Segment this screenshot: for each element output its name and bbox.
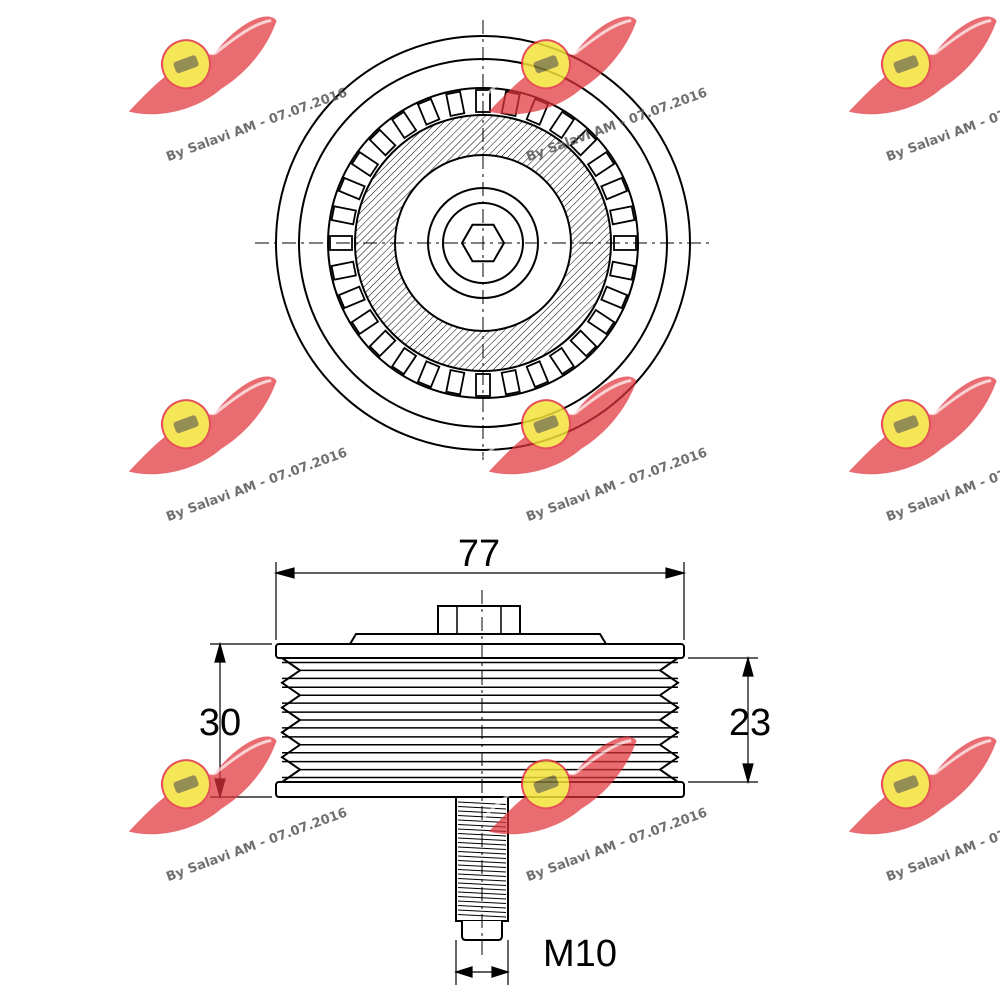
watermark-logo: By Salavi AM - 07.07.2016 [842, 376, 1000, 525]
front-view [255, 20, 710, 460]
bearing-roller [368, 128, 397, 157]
bearing-roller [600, 176, 629, 201]
dim-77-arrow-right [665, 567, 687, 579]
thread-line [457, 909, 507, 913]
bearing-roller [548, 346, 576, 376]
bearing-rollers [329, 89, 637, 397]
bearing-boss [348, 633, 608, 645]
dim-77-label: 77 [458, 533, 500, 575]
dim-m10-label: M10 [543, 933, 617, 975]
thread-line [457, 846, 507, 850]
dim-23-arrow-bottom [742, 763, 754, 785]
bearing-roller [330, 205, 357, 226]
bearing-roller [368, 329, 397, 358]
bearing-roller [569, 128, 598, 157]
bearing-roller [500, 369, 521, 396]
dim-23-arrow-top [742, 655, 754, 677]
bearing-roller [390, 110, 418, 140]
thread-line [457, 873, 507, 877]
dim-30-label: 30 [199, 702, 241, 744]
dim-m10-arrow-left [453, 966, 473, 978]
dim-30-arrow-top [214, 641, 226, 663]
side-view [275, 590, 685, 960]
watermark-logo: By Salavi AM - 07.07.2016 [122, 376, 349, 525]
bearing-roller [525, 360, 550, 389]
stud-tip [461, 921, 503, 941]
bearing-roller [416, 97, 441, 126]
bearing-roller [416, 360, 441, 389]
watermark-logo: By Salavi AM - 07.07.2016 [842, 16, 1000, 165]
top-flange [275, 643, 685, 659]
thread-line [457, 855, 507, 859]
bearing-roller [548, 110, 576, 140]
watermark-logo: By Salavi AM - 07.07.2016 [842, 736, 1000, 885]
thread-line [457, 882, 507, 886]
bearing-roller [350, 308, 380, 336]
thread-line [457, 900, 507, 904]
bearing-roller [586, 308, 616, 336]
bearing-roller [330, 260, 357, 281]
bolt-head [437, 605, 521, 635]
bearing-roller [350, 150, 380, 178]
dim-m10-arrow-right [491, 966, 511, 978]
bearing-roller [586, 150, 616, 178]
watermark-logo: By Salavi AM - 07.07.2016 [122, 16, 349, 165]
bearing-roller [445, 90, 466, 117]
bearing-roller [337, 176, 366, 201]
bearing-roller [337, 285, 366, 310]
bearing-roller [390, 346, 418, 376]
bearing-roller [609, 205, 636, 226]
dim-23-label: 23 [729, 702, 771, 744]
bearing-roller [445, 369, 466, 396]
bearing-roller [609, 260, 636, 281]
dim-77-arrow-left [273, 567, 295, 579]
bearing-roller [600, 285, 629, 310]
bottom-flange [275, 781, 685, 798]
bearing-roller [569, 329, 598, 358]
